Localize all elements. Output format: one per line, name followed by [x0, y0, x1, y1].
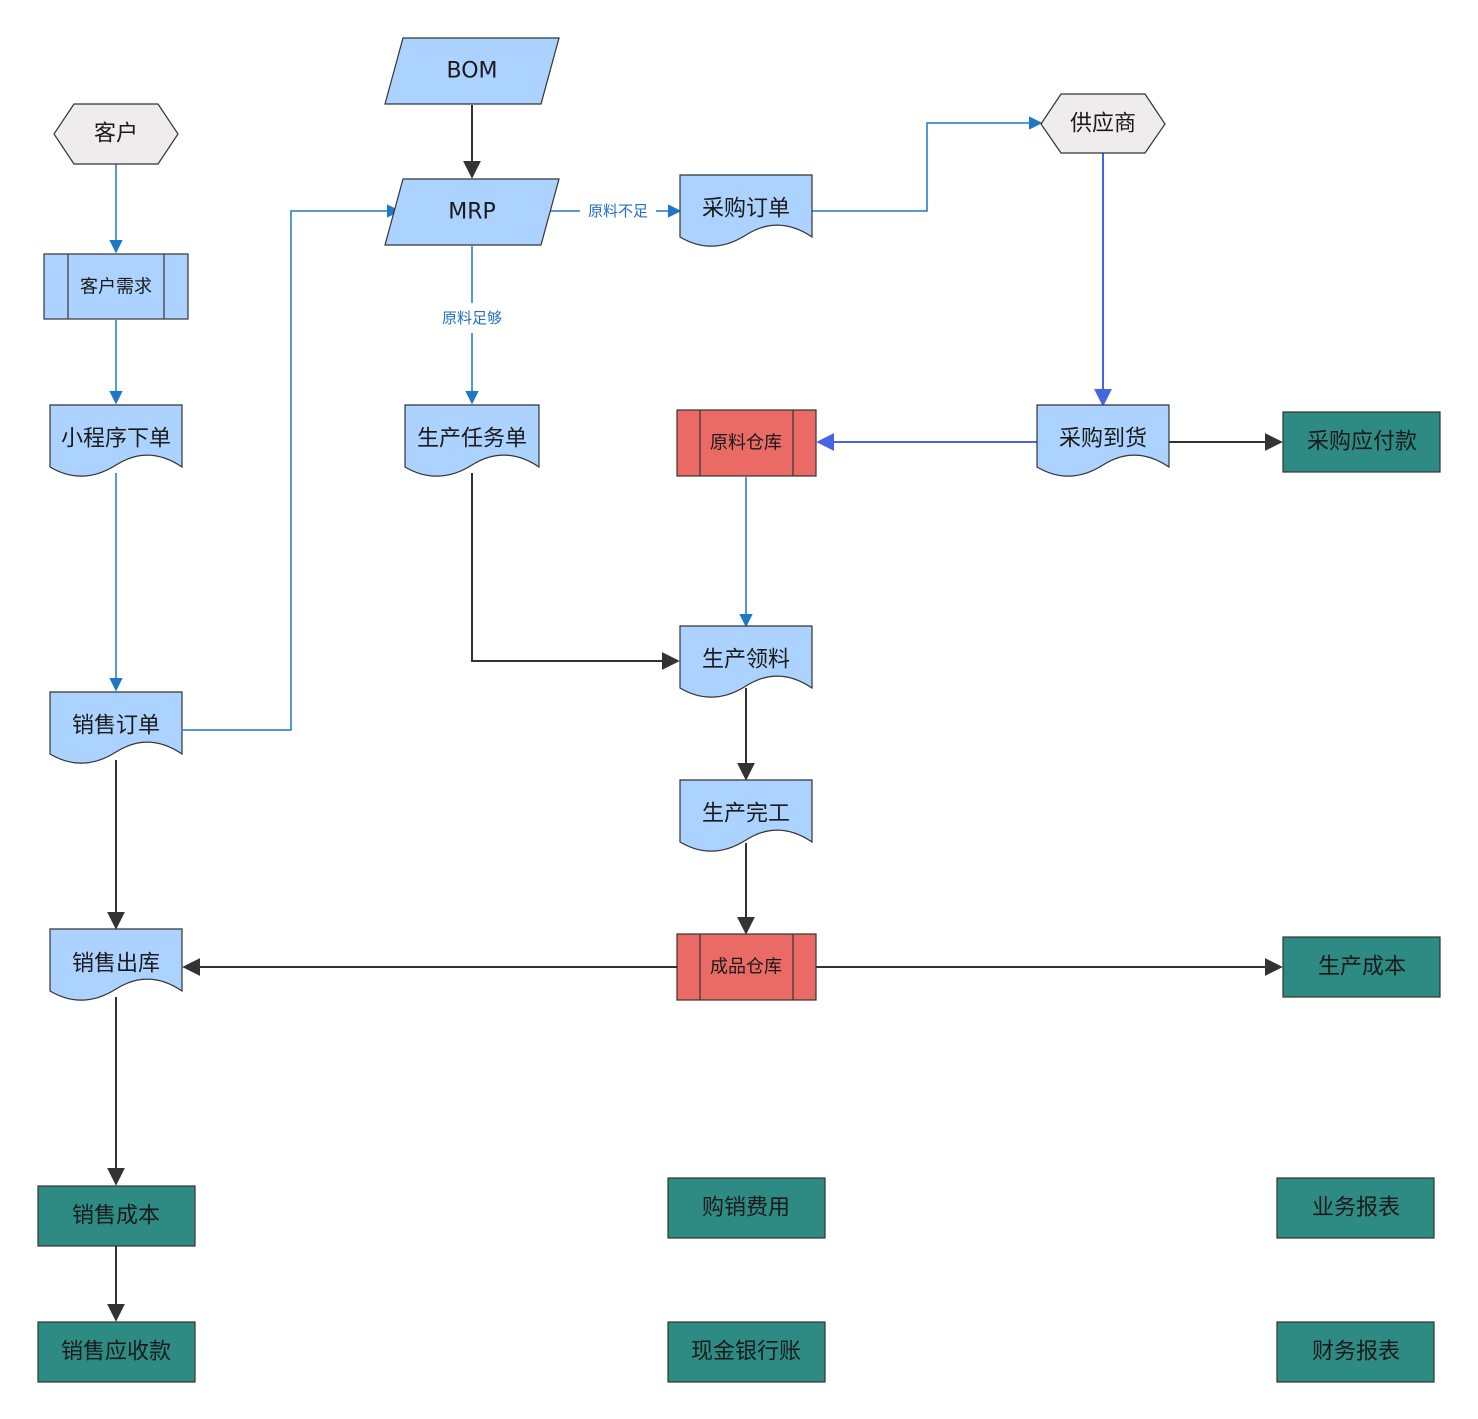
node-production-picking-label: 生产领料	[702, 648, 790, 673]
node-finished-goods-warehouse-label: 成品仓库	[710, 957, 782, 978]
edge-label-material-shortage: 原料不足	[588, 202, 648, 220]
node-customer[interactable]: 客户	[53, 103, 179, 165]
node-mini-program-order-label: 小程序下单	[61, 427, 171, 452]
node-bom-label: BOM	[446, 59, 497, 84]
node-production-task[interactable]: 生产任务单	[404, 404, 540, 477]
edge-purchase-order-to-supplier	[812, 116, 1043, 212]
node-raw-material-warehouse[interactable]: 原料仓库	[676, 409, 817, 477]
node-customer-demand[interactable]: 客户需求	[43, 253, 189, 320]
node-mini-program-order[interactable]: 小程序下单	[49, 404, 183, 477]
node-purchase-sales-expense[interactable]: 购销费用	[667, 1177, 826, 1239]
edge-production-task-to-picking	[471, 473, 680, 670]
edge-label-material-sufficient: 原料足够	[442, 309, 502, 327]
node-production-cost-label: 生产成本	[1318, 955, 1406, 980]
node-customer-label: 客户	[94, 122, 138, 147]
node-sales-outbound[interactable]: 销售出库	[49, 928, 183, 1001]
node-supplier-label: 供应商	[1070, 112, 1136, 137]
node-customer-demand-label: 客户需求	[80, 277, 152, 298]
node-purchase-order-label: 采购订单	[702, 197, 790, 222]
node-production-completion[interactable]: 生产完工	[679, 779, 813, 852]
node-production-cost[interactable]: 生产成本	[1282, 936, 1441, 998]
node-supplier[interactable]: 供应商	[1040, 93, 1166, 154]
node-sales-receivable[interactable]: 销售应收款	[37, 1321, 196, 1383]
node-sales-cost[interactable]: 销售成本	[37, 1185, 196, 1247]
node-mrp-label: MRP	[448, 200, 496, 225]
node-mrp[interactable]: MRP	[384, 178, 560, 246]
node-purchase-order[interactable]: 采购订单	[679, 174, 813, 247]
node-production-completion-label: 生产完工	[702, 802, 790, 827]
node-purchase-payable[interactable]: 采购应付款	[1282, 411, 1441, 473]
node-raw-material-warehouse-label: 原料仓库	[710, 433, 782, 454]
node-cash-bank-account[interactable]: 现金银行账	[667, 1321, 826, 1383]
node-financial-report-label: 财务报表	[1312, 1340, 1400, 1365]
node-cash-bank-account-label: 现金银行账	[691, 1340, 801, 1365]
node-purchase-arrival[interactable]: 采购到货	[1036, 404, 1170, 477]
node-sales-outbound-label: 销售出库	[72, 952, 160, 977]
node-business-report-label: 业务报表	[1312, 1196, 1400, 1221]
node-bom[interactable]: BOM	[384, 37, 560, 105]
node-sales-order[interactable]: 销售订单	[49, 691, 183, 764]
node-business-report[interactable]: 业务报表	[1276, 1177, 1435, 1239]
edge-sales-order-to-mrp	[183, 204, 401, 731]
edges	[107, 105, 1283, 1322]
node-financial-report[interactable]: 财务报表	[1276, 1321, 1435, 1383]
node-production-task-label: 生产任务单	[417, 427, 527, 452]
node-purchase-arrival-label: 采购到货	[1059, 427, 1147, 452]
node-sales-receivable-label: 销售应收款	[61, 1340, 171, 1365]
node-purchase-payable-label: 采购应付款	[1307, 430, 1417, 455]
node-sales-order-label: 销售订单	[72, 714, 160, 739]
node-purchase-sales-expense-label: 购销费用	[702, 1196, 790, 1221]
node-production-picking[interactable]: 生产领料	[679, 625, 813, 698]
node-finished-goods-warehouse[interactable]: 成品仓库	[676, 933, 817, 1001]
node-sales-cost-label: 销售成本	[72, 1204, 160, 1229]
